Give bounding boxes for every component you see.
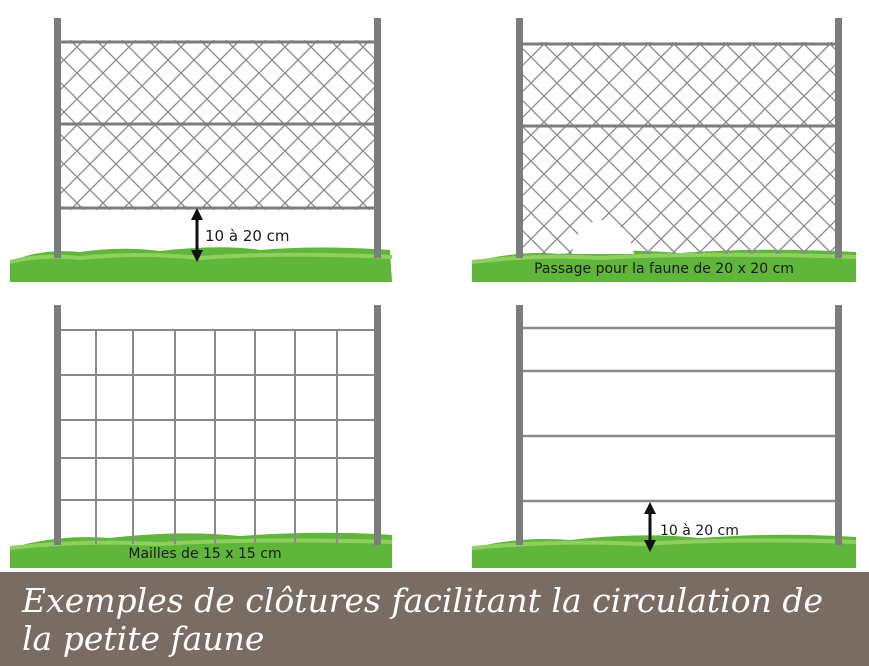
panel-grid-large: Mailles de 15 x 15 cm (9, 305, 393, 568)
caption-bar: Exemples de clôtures facilitant la circu… (0, 572, 869, 666)
chain-link-mesh (520, 42, 838, 254)
left-post (516, 18, 523, 258)
gap-label: 10 à 20 cm (205, 227, 290, 245)
square-grid-wires (58, 329, 378, 544)
panel-mesh-raised: 10 à 20 cm (9, 18, 393, 282)
gap-arrow (191, 208, 203, 262)
left-post (516, 305, 523, 545)
passage-caption: Passage pour la faune de 20 x 20 cm (534, 261, 794, 277)
horizontal-wires (520, 326, 838, 503)
figure-caption: Exemples de clôtures facilitant la circu… (22, 581, 823, 658)
panel-wire-raised: 10 à 20 cm (471, 305, 857, 568)
right-post (835, 305, 842, 545)
panel-mesh-passage: Passage pour la faune de 20 x 20 cm (471, 18, 857, 282)
right-post (835, 18, 842, 258)
fence-illustrations: 10 à 20 cm Passage pour la faune de 20 x… (9, 18, 857, 568)
passage-opening (572, 220, 634, 254)
gap-label: 10 à 20 cm (660, 523, 739, 539)
right-post (374, 18, 381, 258)
right-post (374, 305, 381, 545)
left-post (54, 305, 61, 545)
gap-arrow (644, 502, 656, 552)
grid-caption: Mailles de 15 x 15 cm (128, 546, 281, 562)
left-post (54, 18, 61, 258)
